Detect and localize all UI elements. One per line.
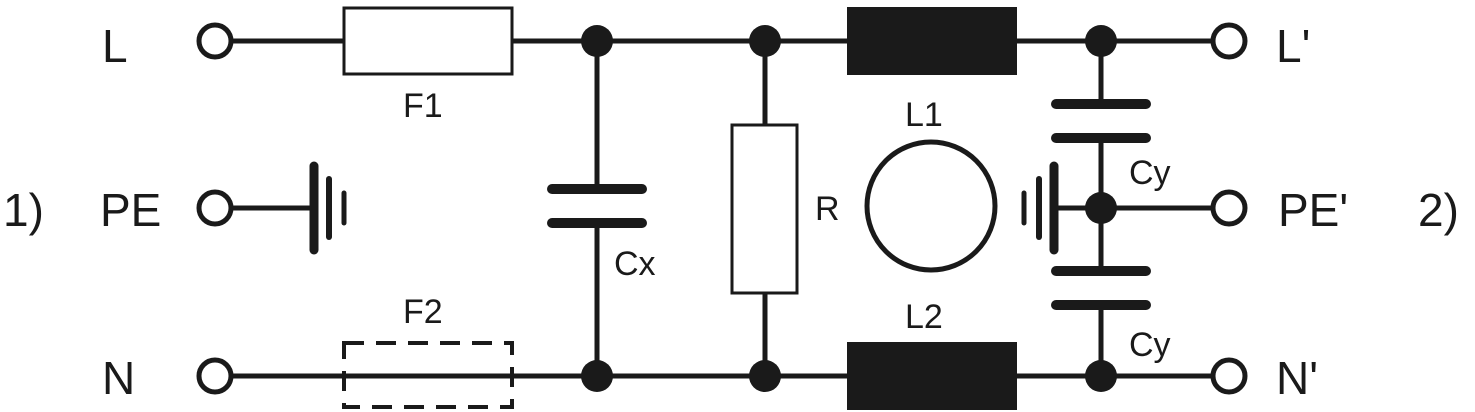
terminal-n-out [1210,357,1248,395]
label-l2: L2 [905,298,943,336]
side-note-output: 2) [1418,184,1459,236]
wires [232,38,1212,379]
junction-dot [581,25,613,57]
label-f1: F1 [403,87,443,125]
earth-ground-output-icon [1021,161,1059,255]
label-cx: Cx [614,245,656,283]
label-r: R [815,190,840,228]
resistor-r [730,123,799,295]
label-f2: F2 [403,293,443,331]
terminal-l-out [1210,22,1248,60]
terminal-l-in [196,22,234,60]
fuse-f2-optional [342,341,514,409]
terminal-label-n-in: N [102,352,135,404]
terminal-label-pe-out: PE' [1278,184,1348,236]
capacitor-cy-lower [1051,266,1151,310]
terminal-label-n-out: N' [1276,352,1318,404]
terminal-label-pe-in: PE [100,184,161,236]
junction-dot [581,360,613,392]
earth-ground-input-icon [309,161,347,255]
terminal-pe-out [1210,189,1248,227]
terminal-n-in [196,357,234,395]
junction-dot [1085,192,1117,224]
capacitor-cy-upper [1051,99,1151,143]
label-cy-upper: Cy [1129,154,1171,192]
common-mode-core [864,139,998,273]
inductor-l2 [847,342,1017,410]
junctions [581,25,1117,392]
junction-dot [749,360,781,392]
capacitor-cx [547,184,647,228]
terminals [196,22,1248,395]
side-note-input: 1) [3,184,44,236]
terminal-label-l-in: L [102,20,128,72]
fuse-f1 [342,6,514,76]
inductor-l1 [847,7,1017,75]
terminal-label-l-out: L' [1276,20,1310,72]
label-cy-lower: Cy [1129,326,1171,364]
junction-dot [1085,25,1117,57]
junction-dot [1085,360,1117,392]
terminal-pe-in [196,189,234,227]
junction-dot [749,25,781,57]
label-l1: L1 [905,96,943,134]
